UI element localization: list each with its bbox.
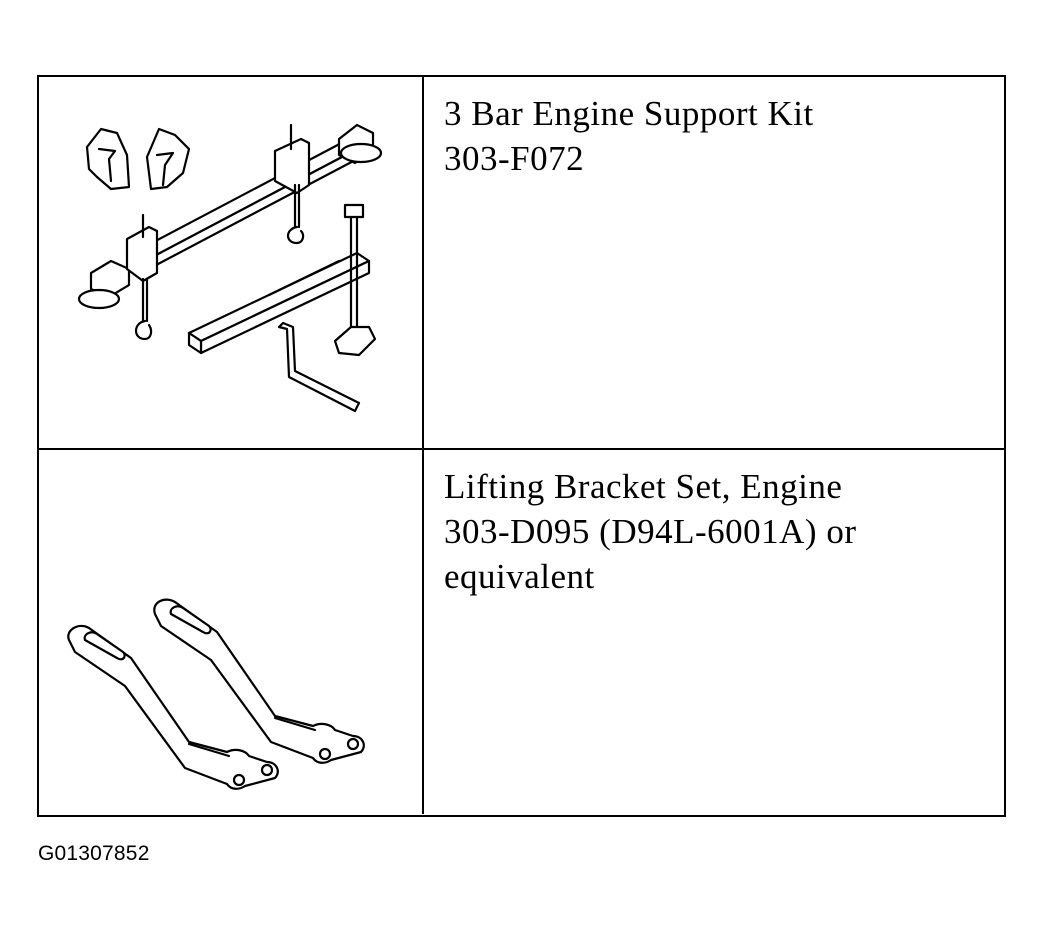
lifting-bracket-set-icon <box>67 598 365 790</box>
tool-number: 303-F072 <box>444 139 585 178</box>
tool-row: Lifting Bracket Set, Engine 303-D095 (D9… <box>39 450 1004 814</box>
engine-support-kit-icon <box>77 123 383 413</box>
tool-name: Lifting Bracket Set, Engine <box>444 467 843 506</box>
figure-id: G01307852 <box>38 842 150 865</box>
special-tools-table: 3 Bar Engine Support Kit 303-F072 Li <box>37 75 1006 817</box>
tool-note: equivalent <box>444 557 595 596</box>
tool-number: 303-D095 (D94L-6001A) or <box>444 512 857 551</box>
tool-name: 3 Bar Engine Support Kit <box>444 94 814 133</box>
tool-illustration-cell <box>39 450 424 814</box>
tool-illustration-cell <box>39 77 424 448</box>
tool-row: 3 Bar Engine Support Kit 303-F072 <box>39 77 1004 450</box>
tool-description: Lifting Bracket Set, Engine 303-D095 (D9… <box>444 464 994 599</box>
tool-description: 3 Bar Engine Support Kit 303-F072 <box>444 91 994 181</box>
